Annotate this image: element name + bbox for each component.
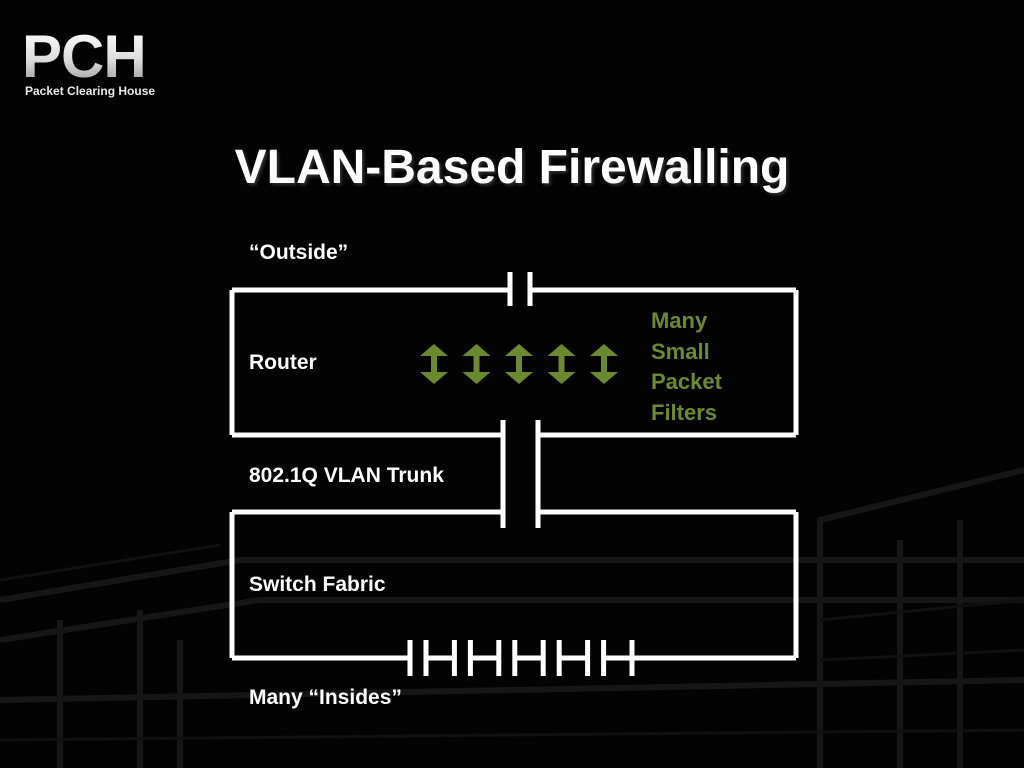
switch-fabric-label: Switch Fabric: [249, 573, 386, 596]
logo-mark: PCH: [22, 27, 184, 87]
slide-title: VLAN-Based Firewalling: [234, 141, 790, 194]
pch-logo: PCH Packet Clearing House: [22, 27, 184, 102]
double-headed-vertical-arrow-icon: [547, 344, 576, 384]
outside-label: “Outside”: [249, 241, 349, 264]
packet-filters-label: Many Small Packet Filters: [651, 306, 771, 428]
double-headed-vertical-arrow-icon: [590, 344, 618, 384]
logo-subtitle: Packet Clearing House: [25, 84, 156, 98]
double-headed-vertical-arrow-icon: [462, 344, 491, 384]
filters-label-line: Small: [651, 338, 710, 364]
router-label: Router: [249, 351, 317, 374]
double-headed-vertical-arrow-icon: [420, 344, 448, 384]
filters-label-line: Packet: [651, 369, 722, 394]
insides-label: Many “Insides”: [249, 686, 402, 709]
filters-label-line: Filters: [651, 399, 718, 425]
inside-ports: [407, 640, 635, 676]
trunk-label: 802.1Q VLAN Trunk: [249, 464, 444, 487]
double-headed-vertical-arrow-icon: [505, 344, 533, 384]
filters-label-line: Many: [651, 308, 708, 333]
filter-arrows: [420, 344, 618, 384]
